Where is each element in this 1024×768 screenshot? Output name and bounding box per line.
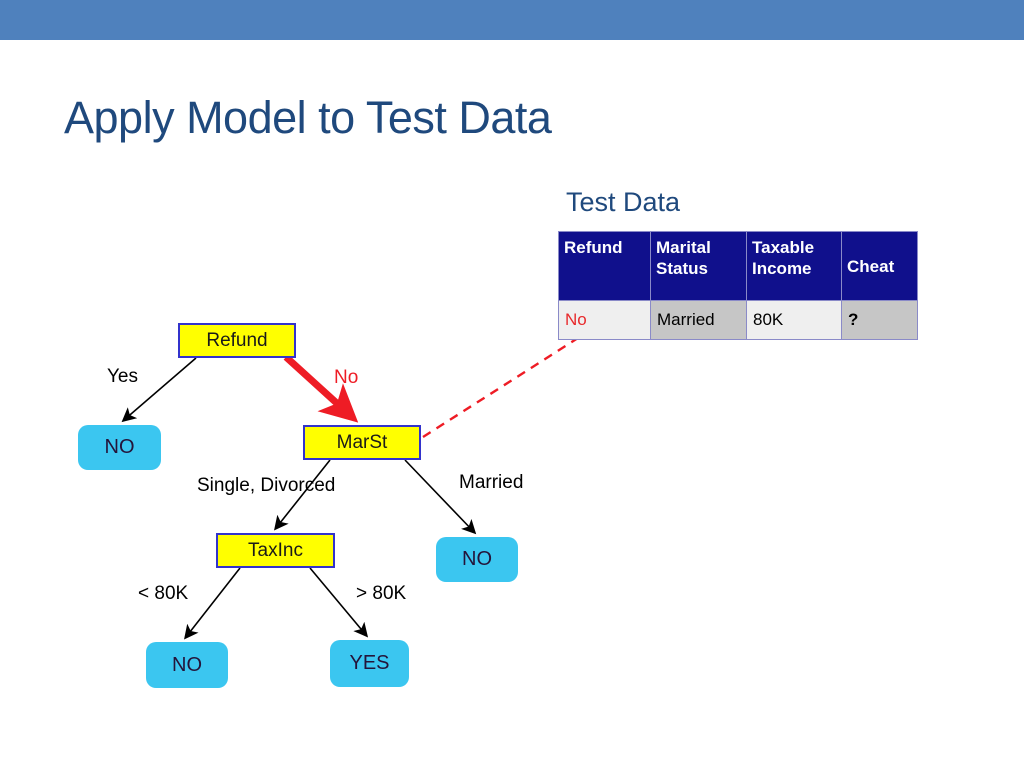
table-header-row: Refund Marital Status Taxable Income: [558, 231, 918, 301]
column-header-refund[interactable]: Refund: [558, 231, 651, 301]
edge-label-single-divorced: Single, Divorced: [197, 475, 336, 496]
edge-taxinc-lt80k: [184, 567, 241, 640]
tree-leaf-married-no[interactable]: NO: [436, 537, 518, 582]
cell-taxable-income-value: 80K: [753, 310, 784, 329]
cell-cheat-value: ?: [848, 310, 859, 329]
tree-leaf-label: NO: [462, 548, 492, 570]
tree-leaf-lt80k-no[interactable]: NO: [146, 642, 228, 688]
cell-cheat: ?: [841, 300, 918, 340]
cell-marital-status-value: Married: [657, 310, 715, 329]
cell-refund: No: [558, 300, 651, 340]
edge-taxinc-gt80k: [309, 567, 369, 638]
edge-refund-yes: [121, 357, 197, 423]
slide-accent-bar: [0, 0, 1024, 40]
column-header-cheat-label: Cheat: [847, 256, 895, 276]
column-header-taxable-income[interactable]: Taxable Income: [746, 231, 842, 301]
tree-leaf-gt80k-yes[interactable]: YES: [330, 640, 409, 687]
cell-taxable-income: 80K: [746, 300, 842, 340]
test-data-table-container: Refund Marital Status Taxable Income: [558, 231, 918, 340]
edge-label-married: Married: [459, 472, 524, 493]
tree-node-marst[interactable]: MarSt: [303, 425, 421, 460]
edge-label-no: No: [334, 367, 359, 388]
test-data-caption: Test Data: [566, 187, 681, 217]
tree-node-taxinc-label: TaxInc: [248, 539, 303, 561]
edge-refund-no-highlight: [283, 354, 359, 423]
edge-label-gt-80k: > 80K: [356, 583, 407, 604]
edge-label-yes: Yes: [107, 366, 138, 387]
column-header-marital-status[interactable]: Marital Status: [650, 231, 747, 301]
column-header-cheat[interactable]: Cheat: [841, 231, 918, 301]
tree-node-refund[interactable]: Refund: [178, 323, 296, 358]
column-header-refund-line1: Refund: [564, 238, 623, 257]
edge-marst-single-divorced: [274, 459, 331, 531]
tree-leaf-label: NO: [104, 436, 135, 458]
cell-refund-value: No: [565, 310, 587, 329]
tree-leaf-refund-yes-no[interactable]: NO: [78, 425, 161, 470]
tree-node-marst-label: MarSt: [336, 431, 388, 453]
table-row[interactable]: No Married 80K ?: [558, 300, 918, 340]
tree-node-refund-label: Refund: [206, 329, 268, 351]
column-header-taxable-income-line1: Taxable: [752, 238, 815, 257]
edge-label-lt-80k: < 80K: [138, 583, 189, 604]
cell-marital-status: Married: [650, 300, 747, 340]
column-header-marital-status-line1: Marital: [656, 238, 711, 257]
tree-node-taxinc[interactable]: TaxInc: [216, 533, 335, 568]
tree-leaf-label: YES: [349, 652, 390, 674]
edge-marst-married: [404, 459, 477, 535]
column-header-taxable-income-line2: Income: [752, 259, 812, 278]
page-title: Apply Model to Test Data: [64, 92, 552, 143]
test-data-table: Refund Marital Status Taxable Income: [558, 231, 918, 340]
column-header-marital-status-line2: Status: [656, 259, 708, 278]
tree-leaf-label: NO: [172, 653, 202, 676]
